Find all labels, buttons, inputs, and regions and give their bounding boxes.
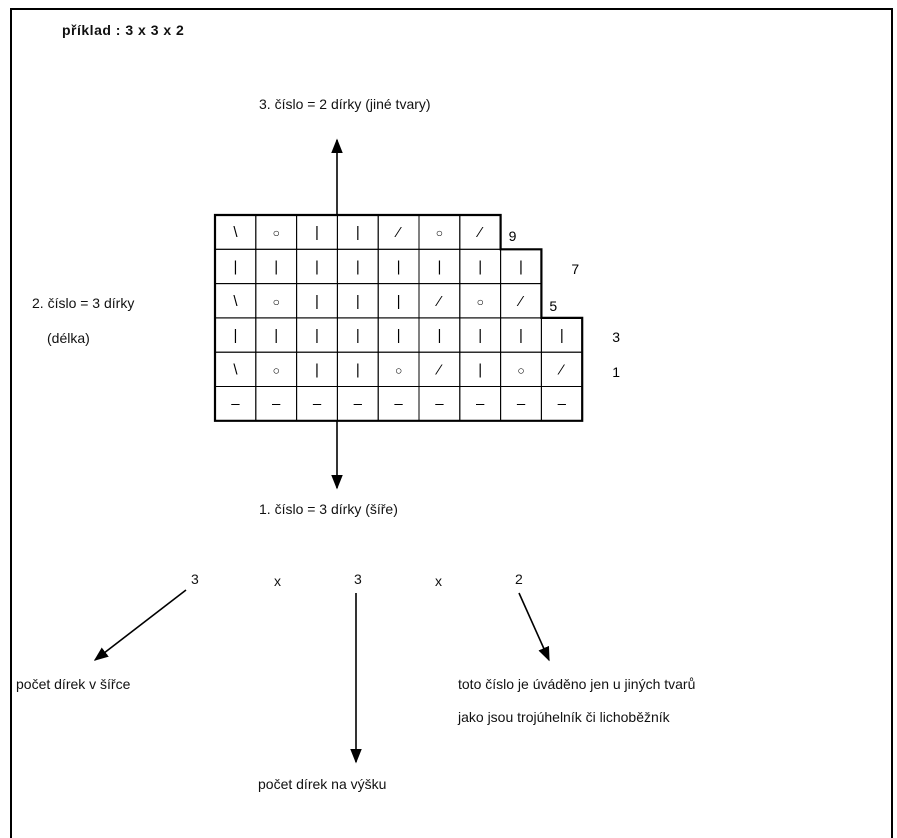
stitch-symbol: ⁄ xyxy=(475,224,484,241)
row-number-label: 1 xyxy=(612,364,620,380)
stitch-symbol: – xyxy=(272,396,281,413)
stitch-symbol: ⁄ xyxy=(516,293,525,310)
third-number-label: 3. číslo = 2 dírky (jiné tvary) xyxy=(259,96,431,112)
stitch-symbol: ⁄ xyxy=(434,293,443,310)
stitch-symbol: | xyxy=(315,327,319,344)
stitch-symbol: | xyxy=(274,258,278,275)
stitch-symbol: ⁄ xyxy=(557,361,566,378)
stitch-symbol: \ xyxy=(233,224,238,241)
second-number-sublabel: (délka) xyxy=(47,330,90,346)
stitch-symbol: | xyxy=(519,327,523,344)
stitch-symbol: | xyxy=(519,258,523,275)
stitch-symbol: – xyxy=(231,396,240,413)
stitch-symbol: | xyxy=(437,258,441,275)
stitch-symbol: | xyxy=(356,361,360,378)
stitch-symbol: | xyxy=(356,327,360,344)
stitch-symbol: – xyxy=(517,396,526,413)
formula-times-2: x xyxy=(435,573,442,589)
formula-number-1: 3 xyxy=(191,571,199,587)
stitch-symbol: – xyxy=(313,396,322,413)
row-number-label: 5 xyxy=(549,298,557,314)
stitch-symbol: | xyxy=(437,327,441,344)
stitch-symbol: | xyxy=(478,327,482,344)
stitch-symbol: ⁄ xyxy=(434,361,443,378)
height-explanation: počet dírek na výšku xyxy=(258,776,387,792)
chart-outline xyxy=(213,213,584,422)
row-number-label: 3 xyxy=(612,329,620,345)
stitch-symbol: | xyxy=(315,224,319,241)
row-number-label: 7 xyxy=(571,261,579,277)
formula-times-1: x xyxy=(274,573,281,589)
stitch-symbol: | xyxy=(356,224,360,241)
stitch-symbol: ○ xyxy=(436,226,443,240)
stitch-symbol: ○ xyxy=(477,295,484,309)
other-shapes-explanation-line1: toto číslo je úváděno jen u jiných tvarů xyxy=(458,676,696,692)
stitch-symbol: | xyxy=(478,361,482,378)
stitch-symbol: – xyxy=(435,396,444,413)
stitch-symbol: | xyxy=(315,293,319,310)
stitch-symbol: – xyxy=(476,396,485,413)
stitch-symbol: | xyxy=(233,327,237,344)
stitch-symbol: ○ xyxy=(273,295,280,309)
other-shapes-explanation-line2: jako jsou trojúhelník či lichoběžník xyxy=(458,709,670,725)
example-title: příklad : 3 x 3 x 2 xyxy=(62,22,185,38)
arrow-to-other-shapes xyxy=(518,592,550,662)
stitch-symbol: | xyxy=(397,293,401,310)
stitch-symbol: | xyxy=(315,258,319,275)
width-explanation: počet dírek v šířce xyxy=(16,676,131,692)
stitch-symbol: \ xyxy=(233,293,238,310)
stitch-symbol: | xyxy=(560,327,564,344)
stitch-symbol: ○ xyxy=(395,363,402,377)
stitch-symbol: | xyxy=(397,327,401,344)
stitch-symbol: ○ xyxy=(517,363,524,377)
arrow-to-width xyxy=(93,589,187,661)
second-number-label: 2. číslo = 3 dírky xyxy=(32,295,135,311)
stitch-symbol: – xyxy=(558,396,567,413)
stitch-symbol: \ xyxy=(233,361,238,378)
stitch-symbol: ⁄ xyxy=(393,224,402,241)
stitch-symbol: | xyxy=(478,258,482,275)
formula-number-3: 2 xyxy=(515,571,523,587)
diagram-frame xyxy=(10,8,893,838)
stitch-symbol: ○ xyxy=(273,363,280,377)
stitch-symbol: | xyxy=(233,258,237,275)
stitch-symbol: ○ xyxy=(273,226,280,240)
formula-number-2: 3 xyxy=(354,571,362,587)
stitch-symbol: | xyxy=(274,327,278,344)
row-number-label: 9 xyxy=(509,228,517,244)
stitch-symbol: – xyxy=(394,396,403,413)
stitch-symbol: | xyxy=(356,258,360,275)
stitch-symbol: – xyxy=(354,396,363,413)
first-number-label: 1. číslo = 3 dírky (šíře) xyxy=(259,501,398,517)
stitch-symbol: | xyxy=(397,258,401,275)
stitch-symbol: | xyxy=(315,361,319,378)
stitch-symbol: | xyxy=(356,293,360,310)
